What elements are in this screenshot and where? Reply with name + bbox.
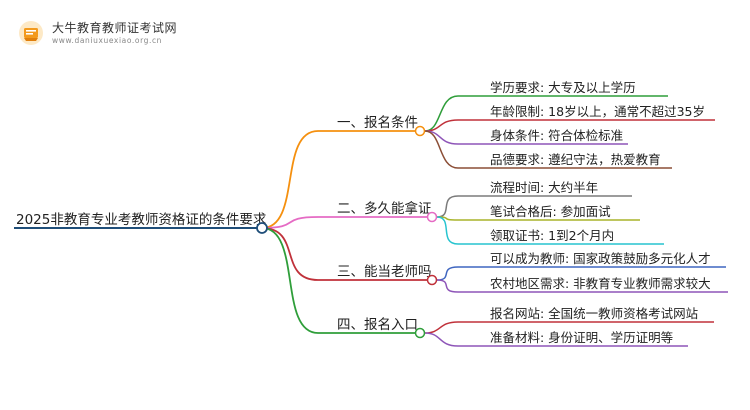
- leaf-label: 品德要求: 遵纪守法，热爱教育: [490, 152, 661, 167]
- leaf-connector: [436, 279, 459, 293]
- leaf-connector: [424, 95, 459, 132]
- leaf-connector: [424, 332, 459, 347]
- branch-node-circle: [426, 211, 438, 223]
- leaf-label: 领取证书: 1到2个月内: [490, 228, 614, 243]
- leaf-label: 农村地区需求: 非教育专业教师需求较大: [490, 276, 711, 291]
- branch-node-circle: [426, 274, 438, 286]
- leaf-label: 可以成为教师: 国家政策鼓励多元化人才: [490, 251, 711, 266]
- leaf-connector: [436, 195, 459, 218]
- branch-node-circle: [414, 327, 426, 339]
- branch-label: 三、能当老师吗: [337, 264, 432, 280]
- branch-connector: [261, 130, 319, 229]
- branch-connector: [261, 216, 319, 229]
- branch-label: 一、报名条件: [337, 114, 418, 131]
- site-url: www.daniuxuexiao.org.cn: [52, 36, 163, 45]
- leaf-label: 准备材料: 身份证明、学历证明等: [490, 330, 673, 345]
- root-node-circle: [256, 222, 268, 234]
- logo: [18, 20, 44, 46]
- leaf-connector: [424, 130, 459, 169]
- leaf-label: 笔试合格后: 参加面试: [490, 204, 611, 219]
- branch-label: 四、报名入口: [337, 317, 418, 333]
- branch-node-circle: [414, 125, 426, 137]
- branch-label: 二、多久能拿证: [337, 200, 432, 217]
- leaf-connector: [436, 266, 459, 281]
- leaf-connector: [436, 216, 459, 245]
- branch-connector: [261, 227, 319, 281]
- leaf-label: 身体条件: 符合体检标准: [490, 128, 623, 143]
- leaf-label: 学历要求: 大专及以上学历: [490, 80, 636, 95]
- leaf-label: 年龄限制: 18岁以上，通常不超过35岁: [490, 104, 705, 119]
- site-name: 大牛教育教师证考试网: [52, 21, 178, 35]
- leaf-label: 报名网站: 全国统一教师资格考试网站: [490, 306, 698, 321]
- root-topic: 2025非教育专业考教师资格证的条件要求: [16, 211, 267, 228]
- leaf-connector: [424, 321, 459, 334]
- leaf-label: 流程时间: 大约半年: [490, 180, 598, 195]
- branch-connector: [261, 227, 319, 334]
